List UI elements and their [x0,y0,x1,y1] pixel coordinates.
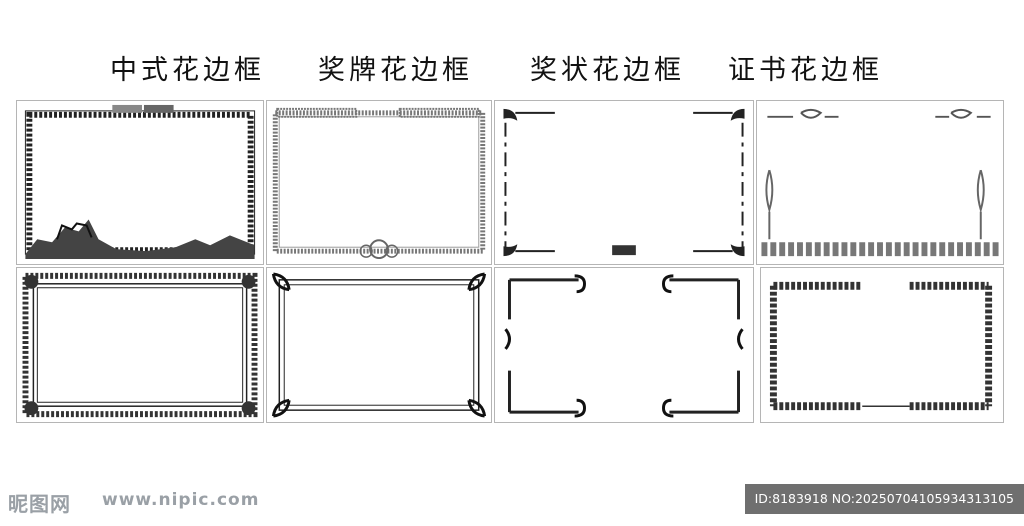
double-line-frame-illustration [271,272,487,418]
damask-frame-illustration [769,281,993,411]
floral-frame-illustration [272,107,486,260]
nipic-logo: 昵图网 [8,492,71,516]
great-wall-frame-illustration [24,104,256,260]
frame-panel-1 [16,100,264,265]
frame-panel-7 [494,267,754,423]
title-chinese-frame: 中式花边框 [110,55,265,86]
frame-panel-8 [760,267,1004,423]
curl-ornament-frame-illustration [504,274,744,418]
frame-panel-2 [266,100,492,265]
title-certificate-frame: 证书花边框 [728,55,883,86]
title-medal-frame: 奖牌花边框 [318,55,473,86]
title-award-frame: 奖状花边框 [530,55,685,86]
lace-frame-illustration [761,108,999,257]
title-row: 中式花边框 奖牌花边框 奖状花边框 证书花边框 [0,48,1024,88]
frame-panel-3 [494,100,754,265]
scroll-corner-frame-illustration [503,108,745,257]
image-id-badge: ID:8183918 NO:20250704105934313105 [744,484,1024,514]
frame-panel-6 [266,267,492,423]
baroque-frame-illustration [22,272,258,418]
frame-panel-5 [16,267,264,423]
nipic-url: www.nipic.com [102,490,260,510]
frame-panel-4 [756,100,1004,265]
